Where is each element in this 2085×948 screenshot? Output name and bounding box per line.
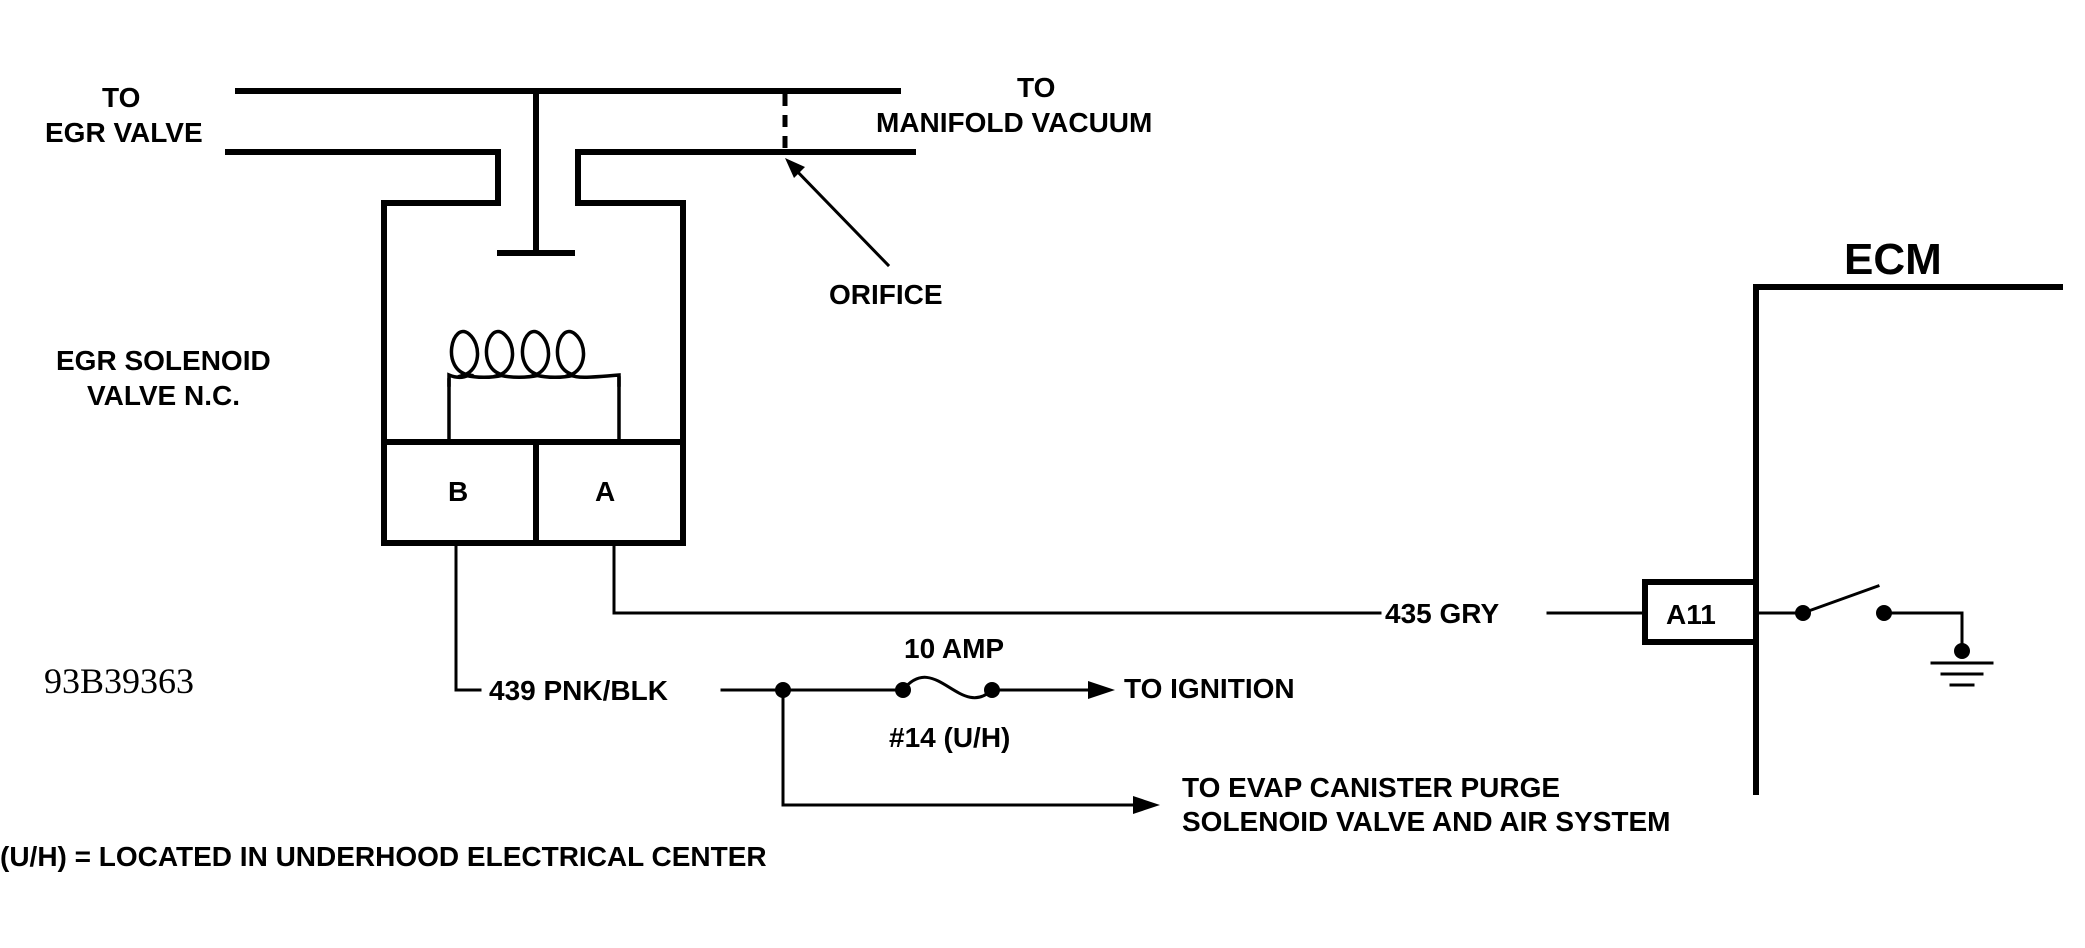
to-manifold-label-line1: TO xyxy=(1017,72,1055,103)
solenoid-label-line2: VALVE N.C. xyxy=(87,380,240,411)
a11-label: A11 xyxy=(1666,599,1716,630)
to-egr-label-line2: EGR VALVE xyxy=(45,117,203,148)
wire-439-label: 439 PNK/BLK xyxy=(489,675,668,706)
orifice-arrow xyxy=(785,158,891,268)
terminal-a-label: A xyxy=(595,476,615,507)
ecm-boundary xyxy=(1753,284,2063,795)
vacuum-tube xyxy=(225,88,916,155)
to-evap-arrow xyxy=(781,688,1160,814)
uh-legend: (U/H) = LOCATED IN UNDERHOOD ELECTRICAL … xyxy=(0,841,767,872)
to-ignition-label: TO IGNITION xyxy=(1124,673,1295,704)
fuse-icon xyxy=(895,675,1000,700)
ground-icon xyxy=(1930,643,1994,687)
wire-435-label: 435 GRY xyxy=(1385,598,1499,629)
ecm-switch xyxy=(1754,584,1964,653)
figure-id-label: 93B39363 xyxy=(44,661,194,701)
to-ignition-arrow xyxy=(990,681,1115,699)
ecm-label: ECM xyxy=(1844,235,1942,284)
to-evap-label-line1: TO EVAP CANISTER PURGE xyxy=(1182,772,1560,803)
terminal-b-label: B xyxy=(448,476,468,507)
solenoid-valve-body xyxy=(381,88,686,546)
to-egr-label-line1: TO xyxy=(102,82,140,113)
wire-435-gry xyxy=(612,543,1647,615)
to-evap-label-line2: SOLENOID VALVE AND AIR SYSTEM xyxy=(1182,806,1670,837)
to-manifold-label-line2: MANIFOLD VACUUM xyxy=(876,107,1152,138)
fuse-location-label: #14 (U/H) xyxy=(889,722,1010,753)
orifice-label: ORIFICE xyxy=(829,279,943,310)
solenoid-coil xyxy=(447,329,621,387)
fuse-rating-label: 10 AMP xyxy=(904,633,1004,664)
solenoid-label-line1: EGR SOLENOID xyxy=(56,345,271,376)
